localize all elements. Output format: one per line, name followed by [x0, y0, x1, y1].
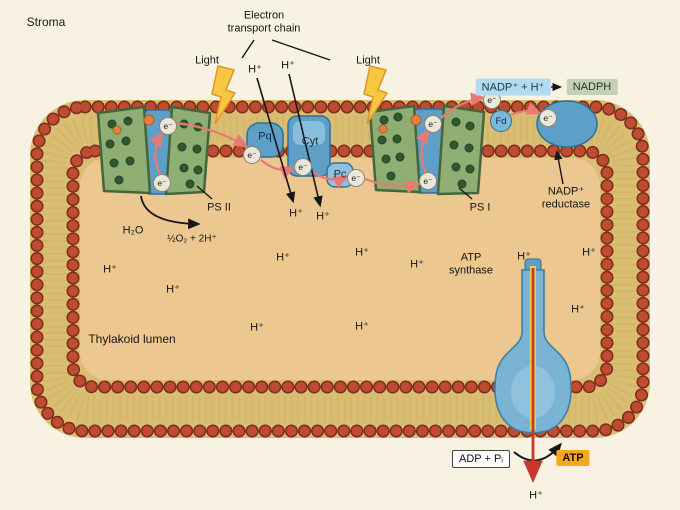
- electron-badge: e⁻: [243, 146, 261, 164]
- electron-badge: e⁻: [483, 91, 501, 109]
- light-bolt-ps1: [363, 65, 389, 125]
- electron-badge: e⁻: [159, 117, 177, 135]
- ps1-pigment-dots: [377, 112, 475, 189]
- photosystem-i: [368, 104, 486, 196]
- ps1-pigment-orange: [410, 114, 422, 126]
- electron-badge: e⁻: [424, 115, 442, 133]
- cytochrome-highlight: [293, 121, 325, 145]
- light-bolt-ps2: [211, 65, 237, 125]
- ps2-antenna-left: [96, 105, 152, 195]
- electron-badge: e⁻: [153, 174, 171, 192]
- electron-badge: e⁻: [539, 109, 557, 127]
- electron-badge: e⁻: [347, 169, 365, 187]
- ferredoxin-badge: Fd: [490, 110, 512, 132]
- adp-pi-box: ADP + Pᵢ: [451, 450, 511, 468]
- electron-path-arrows: [149, 92, 543, 194]
- nadph-box: NADPH: [566, 79, 618, 95]
- lightning-icon: [363, 65, 389, 125]
- lightning-icon: [211, 65, 237, 125]
- nadp-plus-h-box: NADP⁺ + H⁺: [475, 78, 551, 96]
- photosystem-ii: [96, 105, 212, 196]
- electron-badge: e⁻: [419, 172, 437, 190]
- electron-badge: e⁻: [294, 158, 312, 176]
- outer-bead-row: [32, 102, 648, 436]
- reductase-pointer-line: [554, 149, 564, 185]
- ps2-pigment-orange: [112, 125, 122, 135]
- ps2-pigment-orange: [143, 114, 155, 126]
- atp-box: ATP: [556, 450, 590, 466]
- proton-pump-arrows: [256, 73, 323, 208]
- etc-bracket-right: [271, 39, 331, 61]
- adp-to-atp-arrow: [513, 442, 562, 462]
- ps2-pointer-line: [196, 185, 213, 200]
- annotation-lines: [196, 39, 564, 200]
- lumen-fill: [80, 158, 600, 380]
- etc-bracket-left: [241, 39, 255, 59]
- ps1-pigment-orange: [378, 124, 388, 134]
- inner-bead-row: [68, 146, 612, 392]
- ps1-pointer-line: [458, 187, 473, 200]
- water-split-arrow: [140, 195, 201, 230]
